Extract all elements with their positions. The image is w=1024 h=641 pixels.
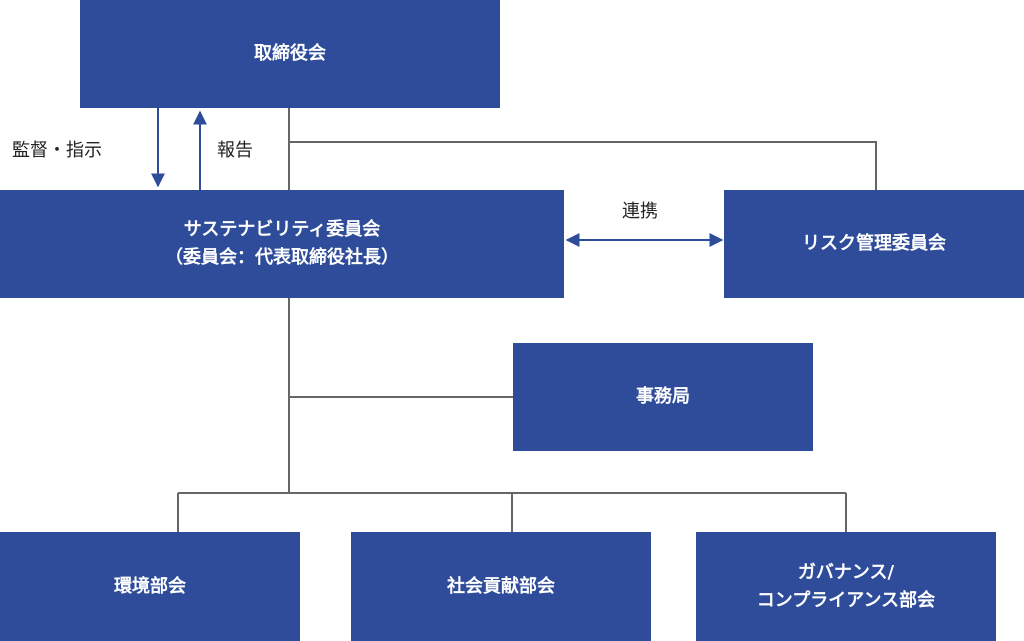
node-board: 取締役会 — [80, 0, 500, 108]
node-sustainability-committee: サステナビリティ委員会 （委員会：代表取締役社長） — [0, 190, 564, 298]
node-secretariat: 事務局 — [513, 343, 813, 451]
node-governance-compliance-dept-sublabel: コンプライアンス部会 — [756, 589, 936, 611]
node-risk-committee: リスク管理委員会 — [724, 190, 1024, 298]
node-social-contribution-dept: 社会貢献部会 — [351, 532, 651, 641]
node-sustainability-committee-sublabel: （委員会：代表取締役社長） — [165, 247, 399, 268]
node-sustainability-committee-label: サステナビリティ委員会 — [183, 219, 381, 240]
node-secretariat-label: 事務局 — [636, 386, 690, 407]
edge-label-oversight: 監督・指示 — [12, 140, 102, 161]
node-risk-committee-label: リスク管理委員会 — [802, 233, 946, 254]
node-environment-dept-label: 環境部会 — [114, 575, 186, 597]
node-governance-compliance-dept-label: ガバナンス/ — [797, 561, 895, 583]
connector-board-to-risk-committee — [289, 141, 877, 190]
node-environment-dept: 環境部会 — [0, 532, 300, 641]
node-governance-compliance-dept: ガバナンス/ コンプライアンス部会 — [696, 532, 996, 641]
node-board-label: 取締役会 — [254, 43, 326, 64]
edge-label-report: 報告 — [217, 140, 253, 161]
edge-label-cooperation: 連携 — [622, 201, 658, 222]
node-social-contribution-dept-label: 社会貢献部会 — [447, 575, 555, 597]
